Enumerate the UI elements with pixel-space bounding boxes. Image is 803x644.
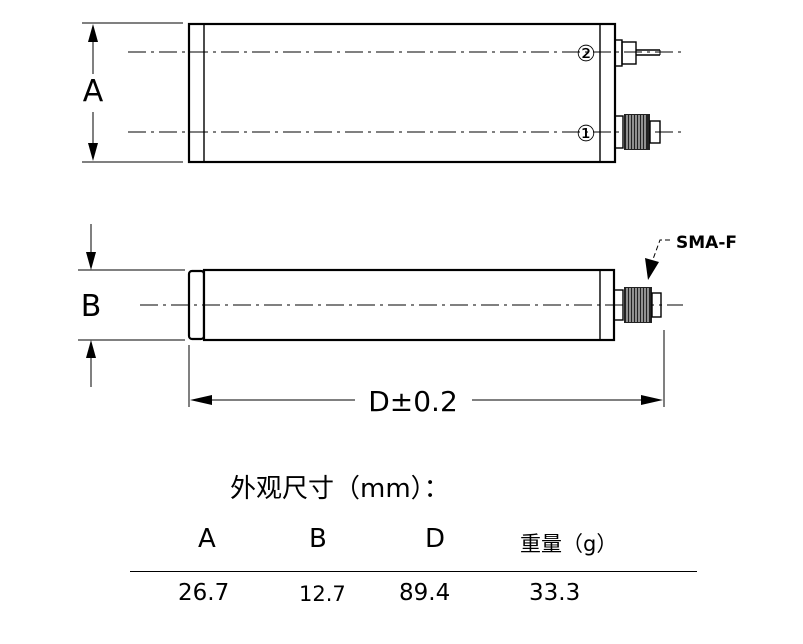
table-header-d: D	[425, 524, 446, 554]
table-header-weight: 重量（g）	[520, 532, 618, 556]
table-header-b: B	[309, 524, 327, 554]
port-1-label: ①	[576, 122, 596, 147]
arrow-up-icon	[88, 24, 98, 42]
arrow-left-icon	[190, 395, 212, 405]
dimensions-title: 外观尺寸（mm）：	[230, 474, 450, 504]
leader-arrow-icon	[645, 258, 659, 280]
dimension-label-a: A	[83, 74, 104, 109]
table-header-a: A	[198, 524, 216, 554]
table-divider	[130, 571, 697, 572]
arrow-right-icon	[641, 395, 663, 405]
dimension-label-d: D±0.2	[368, 385, 458, 418]
port-2-label: ②	[576, 42, 596, 67]
table-value-b: 12.7	[299, 582, 346, 606]
table-value-weight: 33.3	[529, 580, 581, 606]
arrow-down-icon	[88, 143, 98, 161]
table-value-a: 26.7	[178, 580, 230, 606]
sma-connector-side-icon	[613, 287, 662, 323]
dimension-label-b: B	[81, 289, 102, 324]
arrow-up-icon	[86, 340, 96, 358]
arrow-down-icon	[86, 252, 96, 270]
top-view: A ② ①	[82, 22, 683, 164]
table-value-d: 89.4	[399, 580, 451, 606]
connector-type-label: SMA-F	[676, 233, 737, 253]
side-view: B SMA-F	[78, 224, 737, 418]
pin-connector-icon	[614, 39, 661, 67]
sma-connector-icon	[614, 114, 661, 150]
